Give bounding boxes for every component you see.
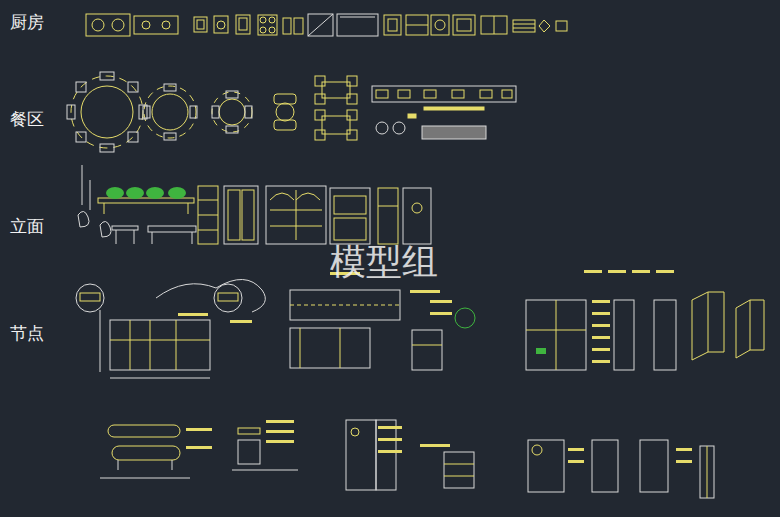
dining-blocks	[71, 76, 516, 148]
watermark: 模型组	[330, 238, 438, 287]
dining-chairs	[67, 72, 252, 152]
elevation-blocks	[78, 165, 431, 244]
bottom-details	[100, 420, 714, 498]
plants	[106, 187, 186, 199]
detail-drawings	[76, 279, 764, 378]
section-label: 餐区	[10, 108, 44, 131]
section-label: 厨房	[10, 11, 44, 34]
section-label: 节点	[10, 322, 44, 345]
annotation-bars	[178, 270, 674, 363]
bottom-annotation-bars	[186, 420, 692, 463]
kitchen-blocks	[86, 14, 567, 36]
section-label: 立面	[10, 215, 44, 238]
